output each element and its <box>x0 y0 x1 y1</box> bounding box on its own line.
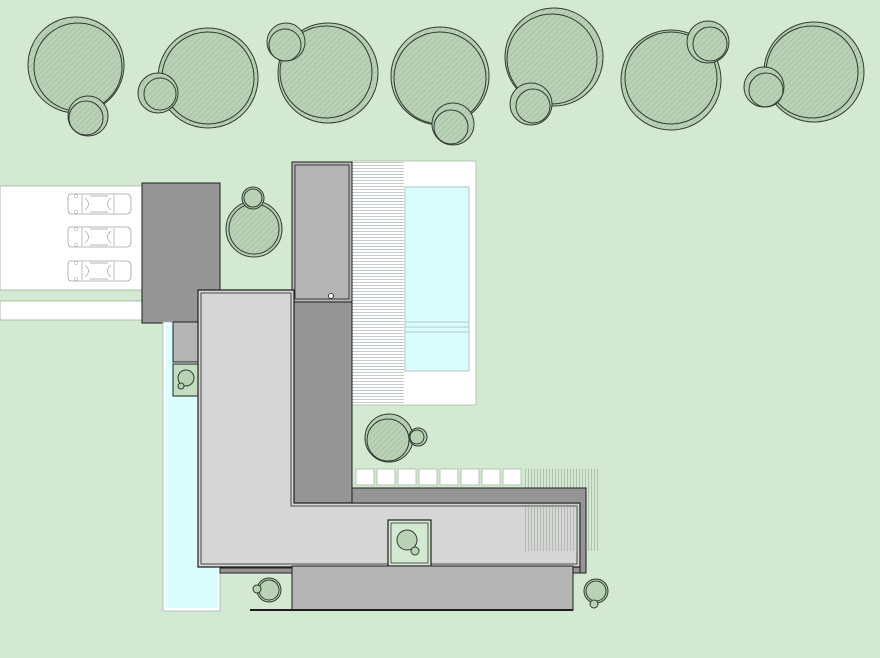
parked-cars <box>67 193 132 282</box>
pool-steps <box>405 321 469 333</box>
tree-canopy-icon <box>743 21 865 123</box>
tree-canopy-icon <box>225 186 283 258</box>
north-wing-roof <box>291 161 353 303</box>
pool-deck-boards <box>352 161 404 405</box>
tree-canopy-icon <box>266 22 379 124</box>
tree-canopy-icon <box>252 577 282 603</box>
tree-canopy-icon <box>620 20 730 131</box>
roof-drain <box>328 293 334 299</box>
tree-row <box>27 7 865 146</box>
covered-terrace-east <box>351 487 587 574</box>
tree-canopy-icon <box>364 413 428 463</box>
car-icon <box>67 260 132 282</box>
service-room <box>172 321 200 363</box>
entry-path <box>0 300 144 321</box>
tree-canopy-icon <box>177 369 195 390</box>
tree-canopy-icon <box>27 16 125 137</box>
car-icon <box>67 193 132 215</box>
car-icon <box>67 226 132 248</box>
east-deck <box>524 469 600 551</box>
tree-canopy-icon <box>504 7 604 126</box>
stepping-stones <box>355 468 522 486</box>
swimming-pool <box>404 186 470 372</box>
north-wing-parapet <box>294 164 350 300</box>
tree-canopy-icon <box>583 578 609 609</box>
tree-canopy-icon <box>137 27 259 129</box>
south-wing-roof <box>291 565 574 611</box>
tree-canopy-icon <box>390 26 490 146</box>
courtyard-edge <box>390 522 429 564</box>
tree-canopy-icon <box>396 529 420 556</box>
